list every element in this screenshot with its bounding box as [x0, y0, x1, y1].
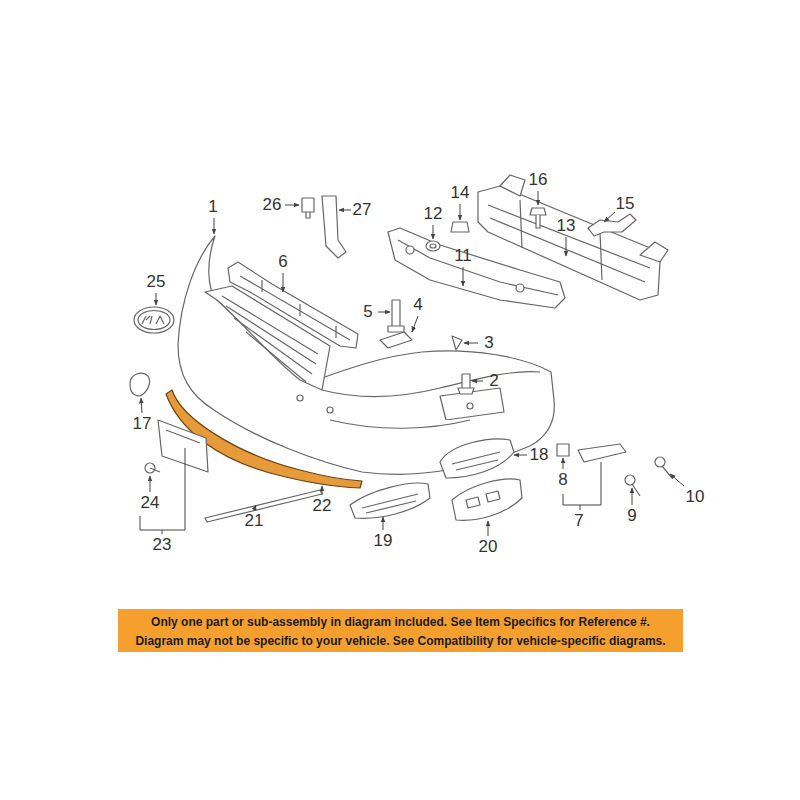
callout-number: 6 — [278, 252, 287, 271]
callout-number: 11 — [454, 246, 472, 265]
callout-label: 7 — [574, 511, 583, 531]
callout-number: 3 — [484, 333, 493, 352]
callout-number: 12 — [424, 204, 443, 223]
callout-number: 10 — [686, 487, 705, 506]
callout-number: 9 — [627, 506, 636, 525]
callout-number: 20 — [479, 537, 498, 556]
callout-number: 14 — [451, 183, 470, 202]
callout-number: 26 — [263, 195, 282, 214]
callout-number: 23 — [153, 535, 172, 554]
callout-label: 2 — [489, 371, 498, 391]
notice-banner: Only one part or sub-assembly in diagram… — [118, 609, 683, 652]
callout-number: 24 — [141, 493, 160, 512]
callout-label: 10 — [686, 487, 705, 507]
notice-text: Only one part or sub-assembly in diagram… — [135, 615, 665, 648]
callout-label: 13 — [557, 216, 576, 236]
callout-label: 19 — [374, 531, 393, 551]
callout-number: 17 — [133, 414, 152, 433]
callout-number: 22 — [313, 496, 332, 515]
callout-number: 1 — [208, 197, 217, 216]
callout-number: 15 — [616, 194, 635, 213]
callout-label: 23 — [153, 535, 172, 555]
callout-number: 8 — [558, 470, 567, 489]
callout-label: 21 — [245, 511, 264, 531]
callout-number: 5 — [363, 302, 372, 321]
callout-label: 25 — [147, 272, 166, 292]
callout-number: 25 — [147, 272, 166, 291]
callout-label: 1 — [208, 197, 217, 217]
callout-label: 3 — [484, 333, 493, 353]
callout-label: 14 — [451, 183, 470, 203]
callout-label: 9 — [627, 506, 636, 526]
callout-label: 17 — [133, 414, 152, 434]
callout-label: 24 — [141, 493, 160, 513]
callout-number: 18 — [530, 445, 549, 464]
callout-label: 20 — [479, 537, 498, 557]
callout-label: 18 — [530, 445, 549, 465]
callout-label: 12 — [424, 204, 443, 224]
callout-number: 27 — [353, 200, 372, 219]
callout-number: 16 — [529, 170, 548, 189]
callout-label: 22 — [313, 496, 332, 516]
callout-label: 15 — [616, 194, 635, 214]
callout-label: 26 — [263, 195, 282, 215]
callout-label: 4 — [413, 295, 422, 315]
callout-number: 19 — [374, 531, 393, 550]
callout-label: 6 — [278, 252, 287, 272]
callout-number: 2 — [489, 371, 498, 390]
callout-number: 7 — [574, 511, 583, 530]
callout-label: 16 — [529, 170, 548, 190]
callout-label: 8 — [558, 470, 567, 490]
callout-number: 4 — [413, 295, 422, 314]
callout-label: 11 — [454, 246, 472, 266]
callout-number: 21 — [245, 511, 264, 530]
leader-lines — [140, 191, 684, 536]
callout-number: 13 — [557, 216, 576, 235]
callout-label: 27 — [353, 200, 372, 220]
callout-label: 5 — [363, 302, 372, 322]
